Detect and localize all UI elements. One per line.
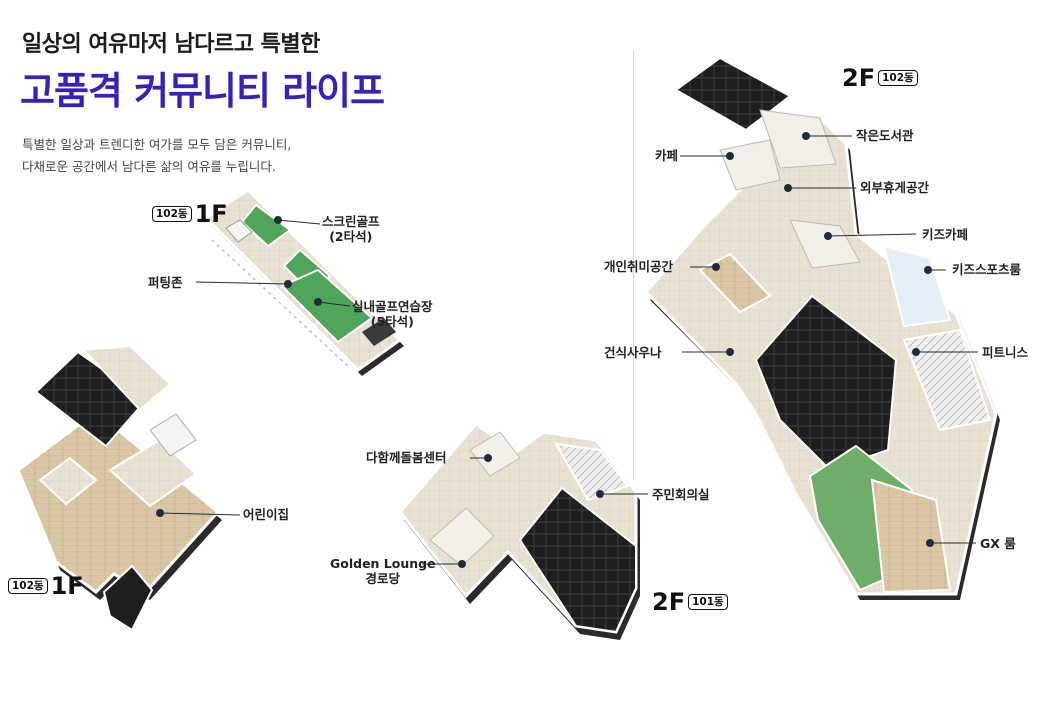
description-line-1: 특별한 일상과 트렌디한 여가를 모두 담은 커뮤니티, bbox=[22, 137, 292, 152]
page-subtitle: 일상의 여유마저 남다르고 특별한 bbox=[22, 32, 320, 57]
label-indoor-golf: 실내골프연습장 (5타석) bbox=[352, 299, 433, 329]
label-kids-cafe: 키즈카페 bbox=[922, 227, 969, 242]
floorplan-2f-101 bbox=[398, 421, 640, 640]
building-badge: 102동 bbox=[878, 69, 918, 87]
label-childcare-center: 다함께돌봄센터 bbox=[366, 450, 447, 465]
label-line: (5타석) bbox=[370, 314, 414, 329]
page-title: 고품격 커뮤니티 라이프 bbox=[20, 69, 385, 113]
label-dry-sauna: 건식사우나 bbox=[604, 345, 662, 360]
floorplan-2f-102 bbox=[643, 56, 1000, 600]
building-badge: 102동 bbox=[8, 577, 48, 595]
floor-number: 2F bbox=[842, 64, 876, 92]
section-divider bbox=[633, 50, 634, 480]
label-gx-room: GX 룸 bbox=[980, 536, 1016, 551]
floor-tag-2f-102: 2F 102동 bbox=[842, 64, 918, 92]
floor-number: 1F bbox=[194, 200, 228, 228]
label-small-library: 작은도서관 bbox=[856, 128, 914, 143]
label-line: 스크린골프 bbox=[322, 214, 380, 229]
label-line: 실내골프연습장 bbox=[352, 299, 433, 314]
label-line: 경로당 bbox=[365, 571, 401, 586]
description-line-2: 다채로운 공간에서 남다른 삶의 여유를 누립니다. bbox=[22, 159, 276, 174]
floor-number: 2F bbox=[652, 588, 686, 616]
leader-lines bbox=[156, 132, 978, 568]
label-cafe: 카페 bbox=[655, 148, 679, 163]
floor-number: 1F bbox=[50, 572, 84, 600]
floor-tag-1f-102-bottom: 102동 1F bbox=[8, 572, 84, 600]
label-daycare: 어린이집 bbox=[243, 507, 290, 522]
floor-tag-1f-102-top: 102동 1F bbox=[152, 200, 228, 228]
label-fitness: 피트니스 bbox=[982, 345, 1029, 360]
floorplan-1f-102-daycare bbox=[16, 344, 222, 632]
label-putting-zone: 퍼팅존 bbox=[148, 275, 183, 290]
label-hobby-space: 개인취미공간 bbox=[604, 259, 674, 274]
building-badge: 101동 bbox=[688, 593, 728, 611]
label-line: Golden Lounge bbox=[330, 556, 436, 571]
label-line: (2타석) bbox=[329, 229, 373, 244]
label-screen-golf: 스크린골프 (2타석) bbox=[322, 214, 380, 244]
floorplan-1f-102-golf bbox=[203, 188, 404, 376]
floor-tag-2f-101: 2F 101동 bbox=[652, 588, 728, 616]
label-kids-sports: 키즈스포츠룸 bbox=[952, 262, 1022, 277]
label-resident-meeting: 주민회의실 bbox=[652, 487, 710, 502]
label-outdoor-lounge: 외부휴게공간 bbox=[860, 180, 930, 195]
label-golden-lounge: Golden Lounge 경로당 bbox=[330, 556, 436, 586]
building-badge: 102동 bbox=[152, 205, 192, 223]
